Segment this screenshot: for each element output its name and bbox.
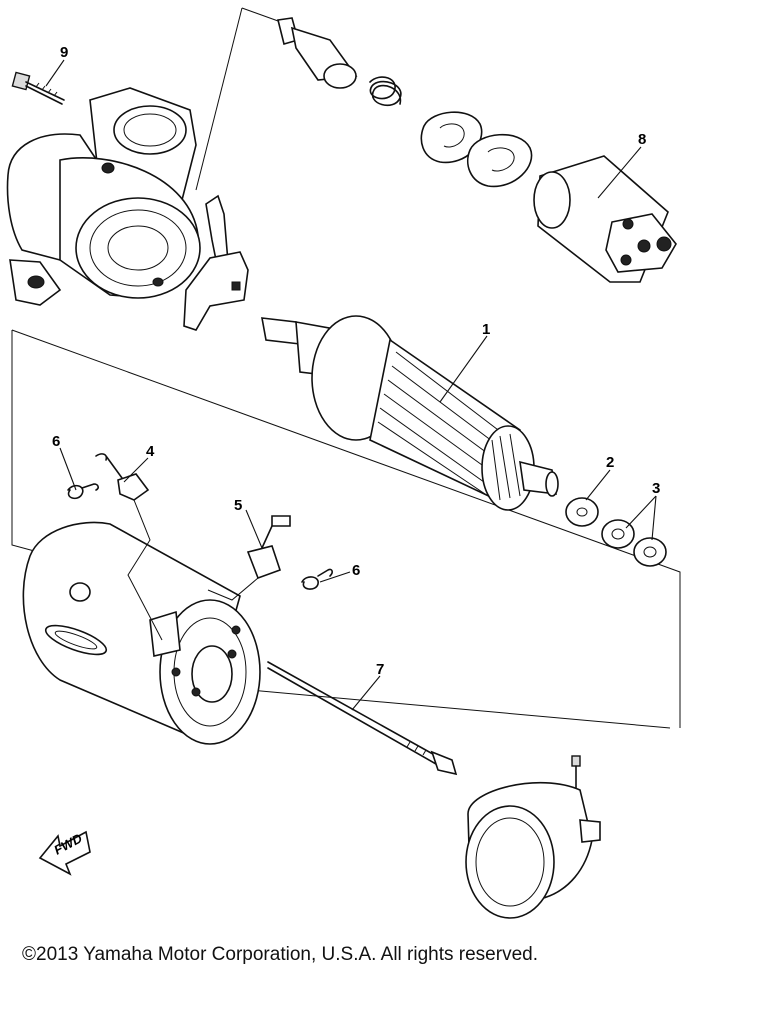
callout-3: 3 xyxy=(652,480,660,497)
yoke-housing xyxy=(22,521,261,745)
callout-4: 4 xyxy=(146,443,155,460)
front-housing-bracket xyxy=(6,87,201,306)
callout-9: 9 xyxy=(60,44,68,61)
part-4-brush xyxy=(95,453,150,501)
assembly-boundary-lines xyxy=(11,7,681,729)
callout-leaders xyxy=(45,59,657,711)
callout-6-lower: 6 xyxy=(352,562,360,579)
part-2-washer xyxy=(565,497,599,527)
plunger-spring xyxy=(369,76,402,107)
rear-cover-screw xyxy=(571,755,581,789)
part-6-spring-upper xyxy=(67,483,99,500)
rear-cover xyxy=(465,781,601,919)
callout-6-upper: 6 xyxy=(52,433,60,450)
part-6-spring-lower xyxy=(301,568,333,590)
callout-2: 2 xyxy=(606,454,614,471)
callout-1: 1 xyxy=(482,321,490,338)
fwd-arrow xyxy=(38,830,91,876)
part-3-washers xyxy=(601,519,667,567)
part-9-bolt xyxy=(11,71,65,105)
callout-5: 5 xyxy=(234,497,242,514)
callout-8: 8 xyxy=(638,131,646,148)
solenoid-plunger xyxy=(277,17,358,89)
brush-leads xyxy=(127,499,259,641)
shift-lever xyxy=(183,194,249,331)
part-7-through-bolt xyxy=(267,661,458,776)
callout-7: 7 xyxy=(376,661,384,678)
copyright-notice: ©2013 Yamaha Motor Corporation, U.S.A. A… xyxy=(22,944,538,965)
part-1-armature xyxy=(261,315,559,511)
part-8-solenoid xyxy=(533,155,677,283)
solenoid-plate-b xyxy=(466,133,533,188)
part-5-brush xyxy=(246,515,291,580)
